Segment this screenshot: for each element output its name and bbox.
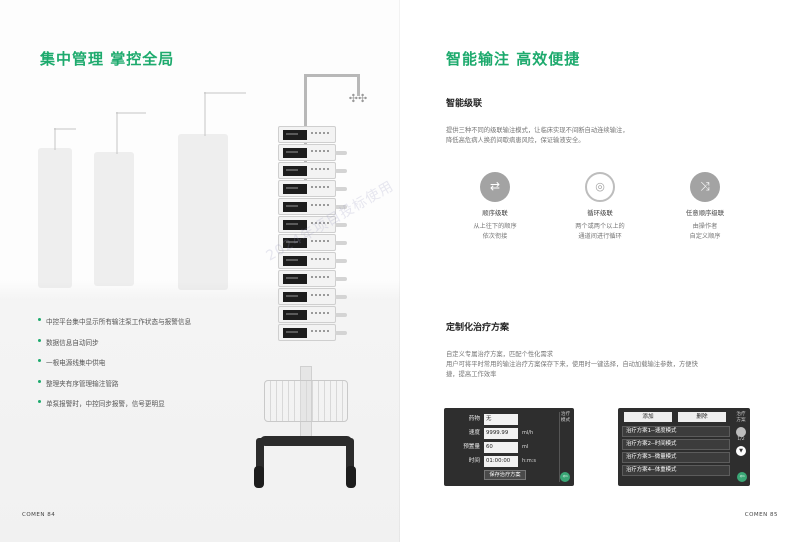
feature-sequential: ⇄ 顺序级联 从上往下的顺序依次衔接	[440, 172, 550, 242]
plan-list-item[interactable]: 治疗方案4--体重模式	[622, 465, 730, 476]
bullet-item: 一根电源线集中供电	[38, 357, 248, 367]
custom-plan-description: 自定义专属治疗方案，匹配个性化需求 用户可将平时常用的输注治疗方案保存下来，使用…	[446, 351, 698, 378]
pump-stack	[278, 126, 347, 342]
save-plan-button[interactable]: 保存治疗方案	[484, 470, 526, 480]
drug-field[interactable]: 无	[484, 414, 518, 425]
param-row-time: 时间 01:00:00 h:m:s	[450, 456, 556, 467]
bullet-item: 数据信息自动同步	[38, 337, 248, 347]
plan-list-item[interactable]: 治疗方案3--微量模式	[622, 452, 730, 463]
back-arrow-icon[interactable]: ⇦	[560, 472, 570, 482]
left-page: 集中管理 掌控全局 ✣✣	[0, 0, 400, 542]
rate-field[interactable]: 9999.99	[484, 428, 518, 439]
time-field[interactable]: 01:00:00	[484, 456, 518, 467]
left-page-number: COMEN 84	[22, 512, 56, 518]
right-page: 智能输注 高效便捷 智能级联 提供三种不同的级联输注模式，让临床实现不间断自动连…	[400, 0, 800, 542]
feature-bullet-list: 中控平台集中显示所有输注泵工作状态与报警信息 数据信息自动同步 一根电源线集中供…	[38, 316, 248, 419]
scroll-up-button[interactable]	[736, 427, 746, 437]
saved-plans-panel: 添加 删除 治疗方案1--速度模式 治疗方案2--时间模式 治疗方案3--微量模…	[618, 408, 750, 486]
cascade-modes: ⇄ 顺序级联 从上往下的顺序依次衔接 ◎ 循环级联 两个或两个以上的通道间进行循…	[446, 172, 756, 262]
cascade-title: 智能级联	[446, 99, 483, 109]
right-page-number: COMEN 85	[744, 512, 778, 518]
plan-list-item[interactable]: 治疗方案2--时间模式	[622, 439, 730, 450]
chevron-down-icon[interactable]: ▼	[736, 446, 746, 456]
treatment-params-panel: 药物 无 速度 9999.99 ml/h 预置量 60 ml 时间 01:00:…	[444, 408, 574, 486]
sequential-arrows-icon: ⇄	[489, 179, 501, 193]
custom-plan-title: 定制化治疗方案	[446, 323, 510, 333]
iv-hook-icon: ✣✣	[348, 92, 368, 105]
left-headline: 集中管理 掌控全局	[40, 50, 175, 68]
bullet-item: 中控平台集中显示所有输注泵工作状态与报警信息	[38, 316, 248, 326]
add-plan-button[interactable]: 添加	[624, 412, 672, 422]
cascade-description: 提供三种不同的级联输注模式，让临床实现不间断自动连续输注， 降低高危病人换药间歇…	[446, 127, 629, 144]
shuffle-icon: ⤨	[700, 179, 710, 193]
param-row-drug: 药物 无	[450, 414, 556, 425]
right-headline: 智能输注 高效便捷	[446, 50, 581, 68]
param-row-volume: 预置量 60 ml	[450, 442, 556, 453]
storage-basket	[264, 380, 348, 422]
plan-list-item[interactable]: 治疗方案1--速度模式	[622, 426, 730, 437]
page-indicator: 1/2	[737, 437, 745, 442]
ghost-racks	[0, 0, 260, 300]
infusion-tower-image: ✣✣	[248, 66, 388, 506]
param-row-rate: 速度 9999.99 ml/h	[450, 428, 556, 439]
back-arrow-icon[interactable]: ⇦	[737, 472, 747, 482]
delete-plan-button[interactable]: 删除	[678, 412, 726, 422]
feature-shuffle: ⤨ 任意顺序级联 由操作者自定义顺序	[650, 172, 760, 242]
feature-loop: ◎ 循环级联 两个或两个以上的通道间进行循环	[545, 172, 655, 242]
panel-b-side: 治疗 方案 1/2 ▼	[734, 412, 748, 482]
bullet-item: 单泵报警时，中控同步报警，信号更明显	[38, 398, 248, 408]
volume-field[interactable]: 60	[484, 442, 518, 453]
bullet-item: 整理夹有序管理输注管路	[38, 378, 248, 388]
panel-a-side: 治疗 模式	[559, 412, 571, 482]
loop-icon: ◎	[595, 180, 605, 193]
